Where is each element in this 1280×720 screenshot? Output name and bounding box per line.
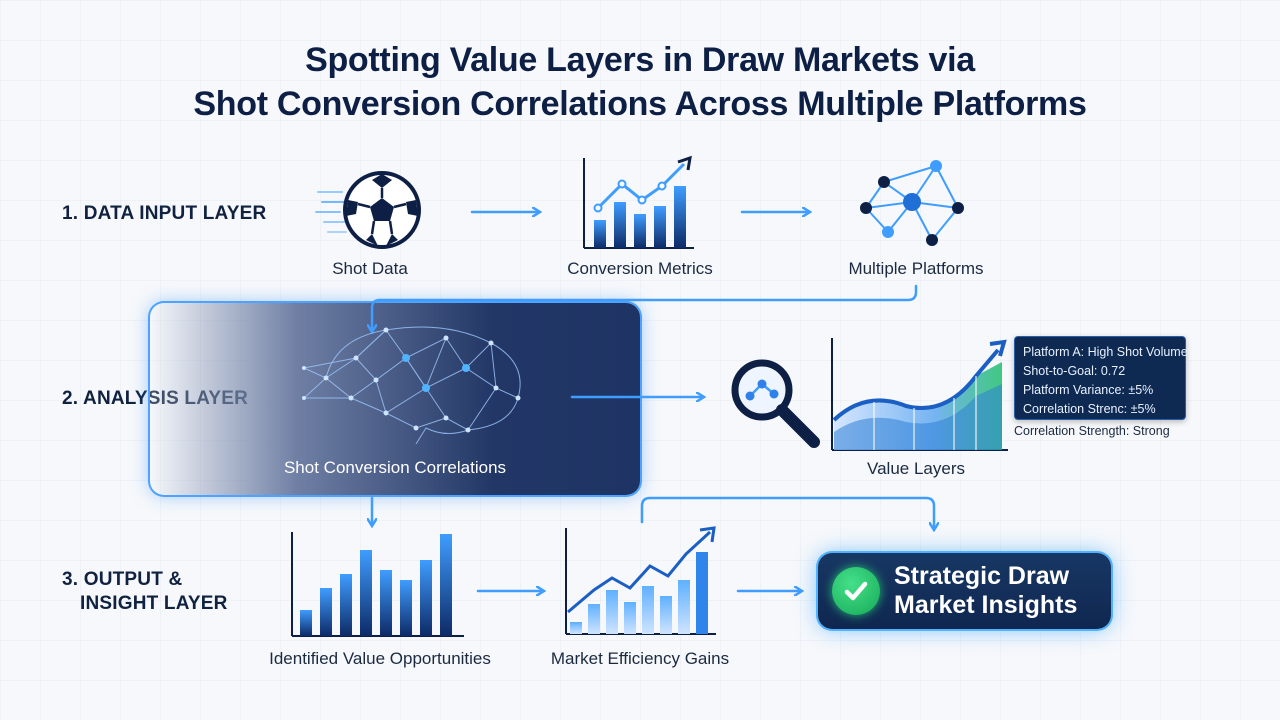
efficiency-chart-icon	[565, 526, 716, 635]
analysis-panel	[150, 303, 640, 495]
layer-label-output: 3. OUTPUT & INSIGHT LAYER	[62, 568, 228, 616]
layer-label-output-line-1: 3. OUTPUT &	[62, 569, 183, 590]
check-icon	[832, 567, 880, 615]
insight-line-1: Strategic Draw	[894, 562, 1070, 590]
insight-line-2: Market Insights	[894, 591, 1078, 619]
layer-label-input: 1. DATA INPUT LAYER	[62, 203, 267, 224]
arrow-platforms-to-analysis	[372, 284, 918, 330]
brain-network-icon	[302, 326, 521, 445]
callout-line-4: Correlation Strenc: ±5%	[1023, 402, 1156, 416]
page-title: Spotting Value Layers in Draw Markets vi…	[0, 38, 1280, 126]
arrow-value-loop	[640, 496, 934, 528]
node-value-layers: Value Layers	[867, 459, 965, 478]
node-shot-data: Shot Data	[332, 259, 408, 278]
bar-chart-icon	[583, 155, 694, 249]
area-chart-icon	[831, 338, 1008, 451]
node-multiple-platforms: Multiple Platforms	[848, 259, 984, 278]
magnifier-icon	[731, 359, 820, 448]
soccer-ball-icon	[315, 171, 421, 249]
callout-line-1: Platform A: High Shot Volume	[1023, 345, 1188, 359]
strategic-insights-label: Strategic Draw Market Insights	[894, 562, 1077, 620]
network-icon	[860, 160, 964, 246]
strategic-insights-card[interactable]: Strategic Draw Market Insights	[818, 553, 1111, 629]
title-line-2: Shot Conversion Correlations Across Mult…	[193, 85, 1087, 123]
node-conversion-metrics: Conversion Metrics	[567, 259, 713, 278]
layer-label-output-line-2: INSIGHT LAYER	[80, 593, 228, 614]
opportunities-bar-chart-icon	[291, 532, 464, 637]
node-market-efficiency-gains: Market Efficiency Gains	[550, 649, 730, 668]
callout-line-2: Shot-to-Goal: 0.72	[1023, 364, 1126, 378]
callout-line-3: Platform Variance: ±5%	[1023, 383, 1154, 397]
callout-footer: Correlation Strength: Strong	[1014, 424, 1170, 438]
node-shot-conversion-correlations: Shot Conversion Correlations	[283, 458, 507, 477]
title-line-1: Spotting Value Layers in Draw Markets vi…	[305, 41, 975, 79]
platform-stats-callout: Platform A: High Shot Volume Shot-to-Goa…	[1014, 336, 1188, 420]
node-identified-value-opportunities: Identified Value Opportunities	[269, 649, 491, 668]
